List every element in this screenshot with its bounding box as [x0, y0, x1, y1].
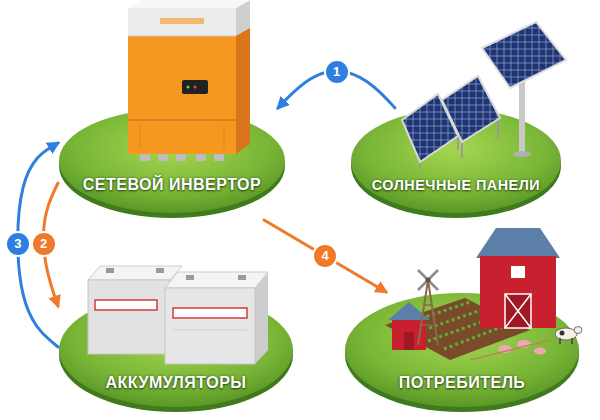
farm-illustration-part [505, 294, 531, 328]
battery-illustration-part [255, 272, 268, 364]
inverter-illustration-part [182, 80, 208, 94]
farm-illustration-part [418, 270, 438, 290]
inverter-illustration-part [194, 86, 197, 89]
farm-illustration-part [476, 228, 560, 258]
battery-illustration-part [88, 280, 170, 354]
platform-label: СЕТЕВОЙ ИНВЕРТОР [83, 175, 261, 195]
battery-illustration [88, 266, 268, 364]
inverter-illustration-part [128, 8, 236, 154]
solar-panel-illustration-part [497, 118, 499, 138]
inverter-illustration-part [160, 18, 204, 24]
battery-illustration-part [95, 300, 157, 310]
farm-illustration-part [560, 331, 565, 336]
farm-illustration-part [470, 340, 550, 360]
solar-panel-illustration-part [457, 136, 459, 150]
battery-illustration-part [165, 288, 255, 364]
platform-label: СОЛНЕЧНЫЕ ПАНЕЛИ [372, 175, 540, 195]
solar-panel-illustration-part [442, 76, 500, 142]
battery-illustration-part [238, 275, 246, 280]
flow-arrow [264, 220, 386, 292]
farm-illustration-part [559, 338, 561, 344]
battery-illustration-part [173, 308, 247, 318]
inverter-illustration-part [176, 154, 186, 161]
inverter-illustration-part [128, 8, 236, 36]
inverter-illustration-part [128, 0, 250, 8]
callout-number: 4 [314, 245, 336, 267]
farm-illustration-part [426, 278, 431, 283]
farm-illustration-part [574, 327, 582, 334]
battery-illustration-part [88, 266, 182, 280]
farm-illustration-part [534, 348, 546, 355]
inverter-illustration-part [128, 119, 236, 121]
inverter-illustration-part [187, 86, 190, 89]
farm-illustration-part [571, 338, 573, 344]
farm-illustration-part [421, 324, 435, 326]
inverter-illustration [128, 0, 250, 161]
callout-number: 1 [326, 61, 348, 83]
farm-illustration-part [404, 332, 414, 350]
farm-illustration-part [505, 294, 531, 328]
inverter-illustration-part [196, 154, 206, 161]
callout-number: 3 [7, 233, 29, 255]
solar-panel-illustration-part [461, 142, 463, 158]
farm-illustration-part [480, 256, 556, 328]
battery-illustration-part [156, 268, 164, 273]
battery-illustration-part [165, 272, 268, 288]
farm-illustration [385, 228, 582, 360]
callout-number: 2 [33, 233, 55, 255]
platform-label: ПОТРЕБИТЕЛЬ [399, 373, 526, 393]
solar-panel-illustration-part [482, 22, 566, 88]
solar-panel-illustration [402, 22, 566, 168]
inverter-illustration-part [158, 154, 168, 161]
solar-panel-illustration-part [513, 151, 531, 157]
farm-illustration-part [424, 304, 432, 306]
farm-illustration-part [505, 294, 531, 328]
battery-illustration-part [106, 268, 114, 273]
farm-illustration-part [511, 266, 525, 278]
inverter-illustration-part [128, 36, 236, 37]
platform-label: АККУМУЛЯТОРЫ [106, 373, 247, 393]
inverter-illustration-part [224, 126, 225, 148]
inverter-illustration-part [140, 154, 150, 161]
farm-illustration-part [418, 270, 438, 290]
inverter-illustration-part [214, 154, 224, 161]
inverter-illustration-part [140, 126, 141, 148]
battery-illustration-part [186, 275, 194, 280]
battery-illustration-part [173, 330, 247, 331]
